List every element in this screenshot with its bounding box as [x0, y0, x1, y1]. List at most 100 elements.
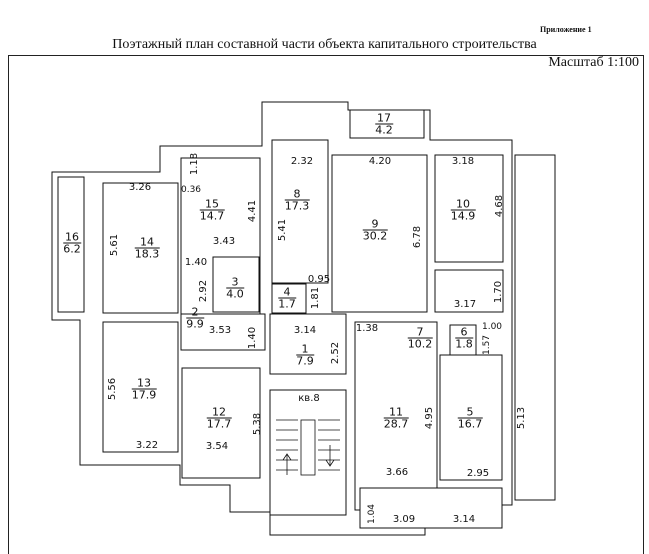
dimension: 5.61	[109, 233, 120, 257]
room-12	[181, 367, 261, 479]
room-2-corridor	[180, 313, 266, 351]
balcony-bottom	[359, 487, 503, 529]
room-area: 4.0	[226, 287, 244, 301]
dimension: 5.38	[252, 412, 263, 436]
dimension: 3.66	[385, 467, 409, 478]
dimension: 3.09	[392, 514, 416, 525]
dimension: 1.00	[481, 322, 503, 332]
appendix-label: Приложение 1	[540, 25, 592, 34]
room-area: 10.2	[407, 337, 433, 351]
room-number: 5	[457, 407, 483, 419]
room-10	[434, 154, 504, 263]
scale-label: Масштаб 1:100	[548, 55, 639, 70]
dimension: 5.13	[516, 406, 527, 430]
room-area: 16.7	[457, 417, 483, 431]
room-number: 7	[407, 327, 433, 339]
right-wall-strip	[514, 154, 556, 501]
dimension: 2.95	[466, 468, 490, 479]
room-area: 1.8	[455, 337, 473, 351]
dimension: 3.18	[451, 156, 475, 167]
room-number: 10	[450, 199, 476, 211]
dimension: 3.14	[293, 325, 317, 336]
corridor-3-17	[434, 269, 504, 313]
room-area: 1.7	[278, 297, 296, 311]
dimension: 3.26	[128, 182, 152, 193]
dimension: 3.22	[135, 440, 159, 451]
dimension: 2.52	[330, 341, 341, 365]
dimension: 4.41	[247, 199, 258, 223]
dimension: 3.14	[452, 514, 476, 525]
room-area: 14.7	[199, 209, 225, 223]
dimension: 2.92	[198, 279, 209, 303]
dimension: 6.78	[412, 225, 423, 249]
dimension: 1.40	[184, 257, 208, 268]
room-number: 12	[206, 407, 232, 419]
dimension: 0.95	[307, 274, 331, 285]
room-1	[269, 313, 347, 375]
room-8	[271, 139, 329, 284]
room-9	[331, 154, 428, 313]
room-16	[57, 176, 85, 313]
room-number: 13	[131, 378, 157, 390]
room-number: 4	[278, 287, 296, 299]
dimension: 1.40	[247, 326, 258, 350]
dimension: 3.17	[453, 299, 477, 310]
room-number: 3	[226, 277, 244, 289]
room-area: 28.7	[383, 417, 409, 431]
room-area: 17.9	[131, 388, 157, 402]
dimension: 4.95	[424, 406, 435, 430]
room-area: 7.9	[296, 354, 314, 368]
room-number: 14	[134, 237, 160, 249]
apartment-label: кв.8	[298, 393, 320, 404]
dimension: 4.68	[494, 194, 505, 218]
room-number: 16	[63, 230, 81, 244]
dimension: 1.81	[310, 286, 321, 310]
page-title: Поэтажный план составной части объекта к…	[112, 37, 537, 52]
dimension: 1.04	[367, 503, 377, 525]
stairs	[276, 419, 340, 476]
room-number: 15	[199, 199, 225, 211]
room-number: 17	[375, 111, 393, 125]
room-3	[212, 256, 260, 313]
plan-frame	[8, 55, 644, 554]
dimension: 1.70	[493, 280, 504, 304]
room-area: 9.9	[186, 317, 204, 331]
room-number: 2	[186, 307, 204, 319]
dimension: 1.18	[189, 152, 200, 176]
room-13	[102, 321, 179, 453]
dimension: 3.43	[212, 236, 236, 247]
dimension: 1.57	[482, 334, 492, 356]
room-6	[449, 324, 477, 356]
dimension: 2.32	[290, 156, 314, 167]
room-area: 18.3	[134, 247, 160, 261]
room-area: 17.7	[206, 417, 232, 431]
room-number: 6	[455, 327, 473, 339]
room-area: 30.2	[362, 229, 388, 243]
dimension: 0.36	[180, 185, 202, 195]
dimension: 3.53	[208, 325, 232, 336]
room-number: 1	[296, 344, 314, 356]
room-area: 4.2	[375, 123, 393, 137]
room-number: 11	[383, 407, 409, 419]
dimension: 1.38	[355, 323, 379, 334]
dimension: 4.20	[368, 156, 392, 167]
room-11	[354, 321, 438, 511]
room-4	[271, 283, 307, 314]
